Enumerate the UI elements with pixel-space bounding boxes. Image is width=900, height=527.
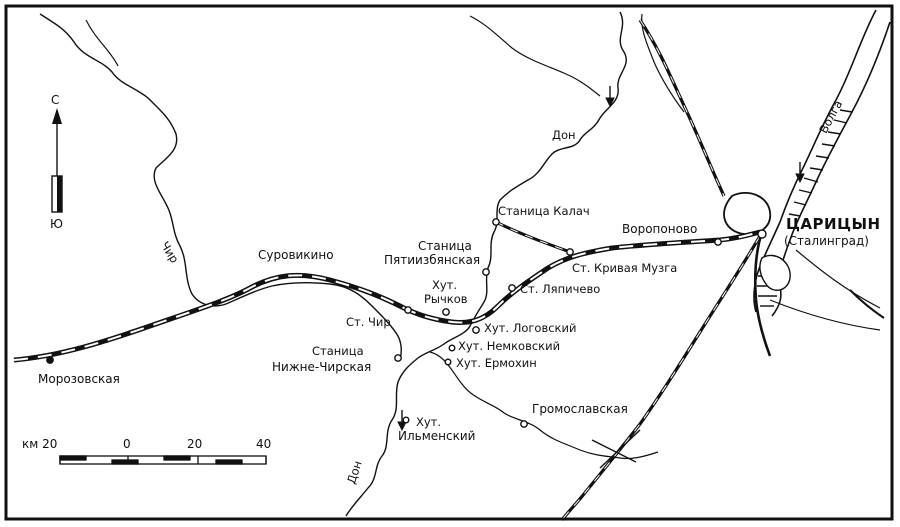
marker-st-chir: [404, 306, 412, 314]
marker-gromoslavskaya: [520, 420, 528, 428]
marker-nemkovsky: [448, 344, 456, 352]
scale-bar: [59, 455, 267, 465]
marker-lyapichevo: [508, 284, 516, 292]
compass-north-label: С: [51, 93, 60, 107]
volga-island: [759, 254, 791, 291]
label-ilmensky-1: Хут.: [416, 415, 442, 429]
don-river: [345, 11, 627, 517]
tsaritsa-loop: [723, 191, 772, 236]
tributary-northeast: [641, 13, 685, 113]
marker-ermokhin: [444, 358, 452, 366]
scale-tick-20: 20: [187, 437, 203, 451]
marker-tsaritsyn: [757, 229, 767, 239]
chir-river: [39, 13, 403, 361]
marker-nizhne-chirskaya: [394, 354, 402, 362]
label-lyapichevo: Ст. Ляпичево: [520, 282, 601, 296]
label-nizhne-chirskaya-2: Нижне-Чирская: [272, 360, 372, 374]
map-frame: [4, 4, 894, 521]
label-pyatiizbyanskaya-2: Пятиизбянская: [384, 253, 481, 267]
marker-voroponovo: [714, 238, 722, 246]
don-secondary-arm: [429, 351, 659, 460]
marker-krivaya-muzga: [566, 248, 574, 256]
label-kalach: Станица Калач: [498, 204, 590, 218]
tributary-chir-upper: [85, 19, 119, 67]
station-markers: [46, 218, 767, 428]
label-rychkov-2: Рычков: [424, 292, 468, 306]
label-pyatiizbyanskaya-1: Станица: [418, 239, 472, 253]
label-voroponovo: Воропоново: [622, 222, 698, 236]
marker-pyatiizbyanskaya: [482, 268, 490, 276]
scale-tick-0: 0: [123, 437, 131, 451]
label-gromoslavskaya: Громославская: [532, 402, 628, 416]
railway-crossing: [591, 429, 641, 469]
marker-rychkov: [442, 308, 450, 316]
scale-km-label: км 20: [22, 437, 58, 451]
railways: [13, 19, 772, 521]
scale-tick-40: 40: [256, 437, 272, 451]
flow-arrows: [397, 86, 805, 432]
volga-channel: [849, 289, 885, 319]
marker-morozovskaya: [46, 356, 54, 364]
label-st-chir: Ст. Чир: [346, 315, 391, 329]
label-nizhne-chirskaya-1: Станица: [312, 344, 364, 358]
label-tsaritsyn: ЦАРИЦЫН: [786, 215, 881, 233]
label-don-north: Дон: [552, 128, 576, 142]
marker-logovsky: [472, 326, 480, 334]
compass-south-label: Ю: [50, 217, 63, 231]
label-rychkov-1: Хут.: [432, 278, 458, 292]
label-nemkovsky: Хут. Немковский: [458, 339, 561, 353]
compass: [51, 108, 63, 213]
tributary-north: [469, 15, 601, 97]
label-krivaya-muzga: Ст. Кривая Музга: [572, 261, 678, 275]
marker-kalach: [492, 218, 500, 226]
label-stalingrad: (Сталинград): [784, 234, 869, 248]
label-ilmensky-2: Ильменский: [398, 429, 476, 443]
label-surovikino: Суровикино: [258, 248, 334, 262]
label-ermokhin: Хут. Ермохин: [456, 356, 537, 370]
label-logovsky: Хут. Логовский: [484, 321, 577, 335]
marker-ilmensky: [402, 416, 410, 424]
label-morozovskaya: Морозовская: [38, 372, 120, 386]
